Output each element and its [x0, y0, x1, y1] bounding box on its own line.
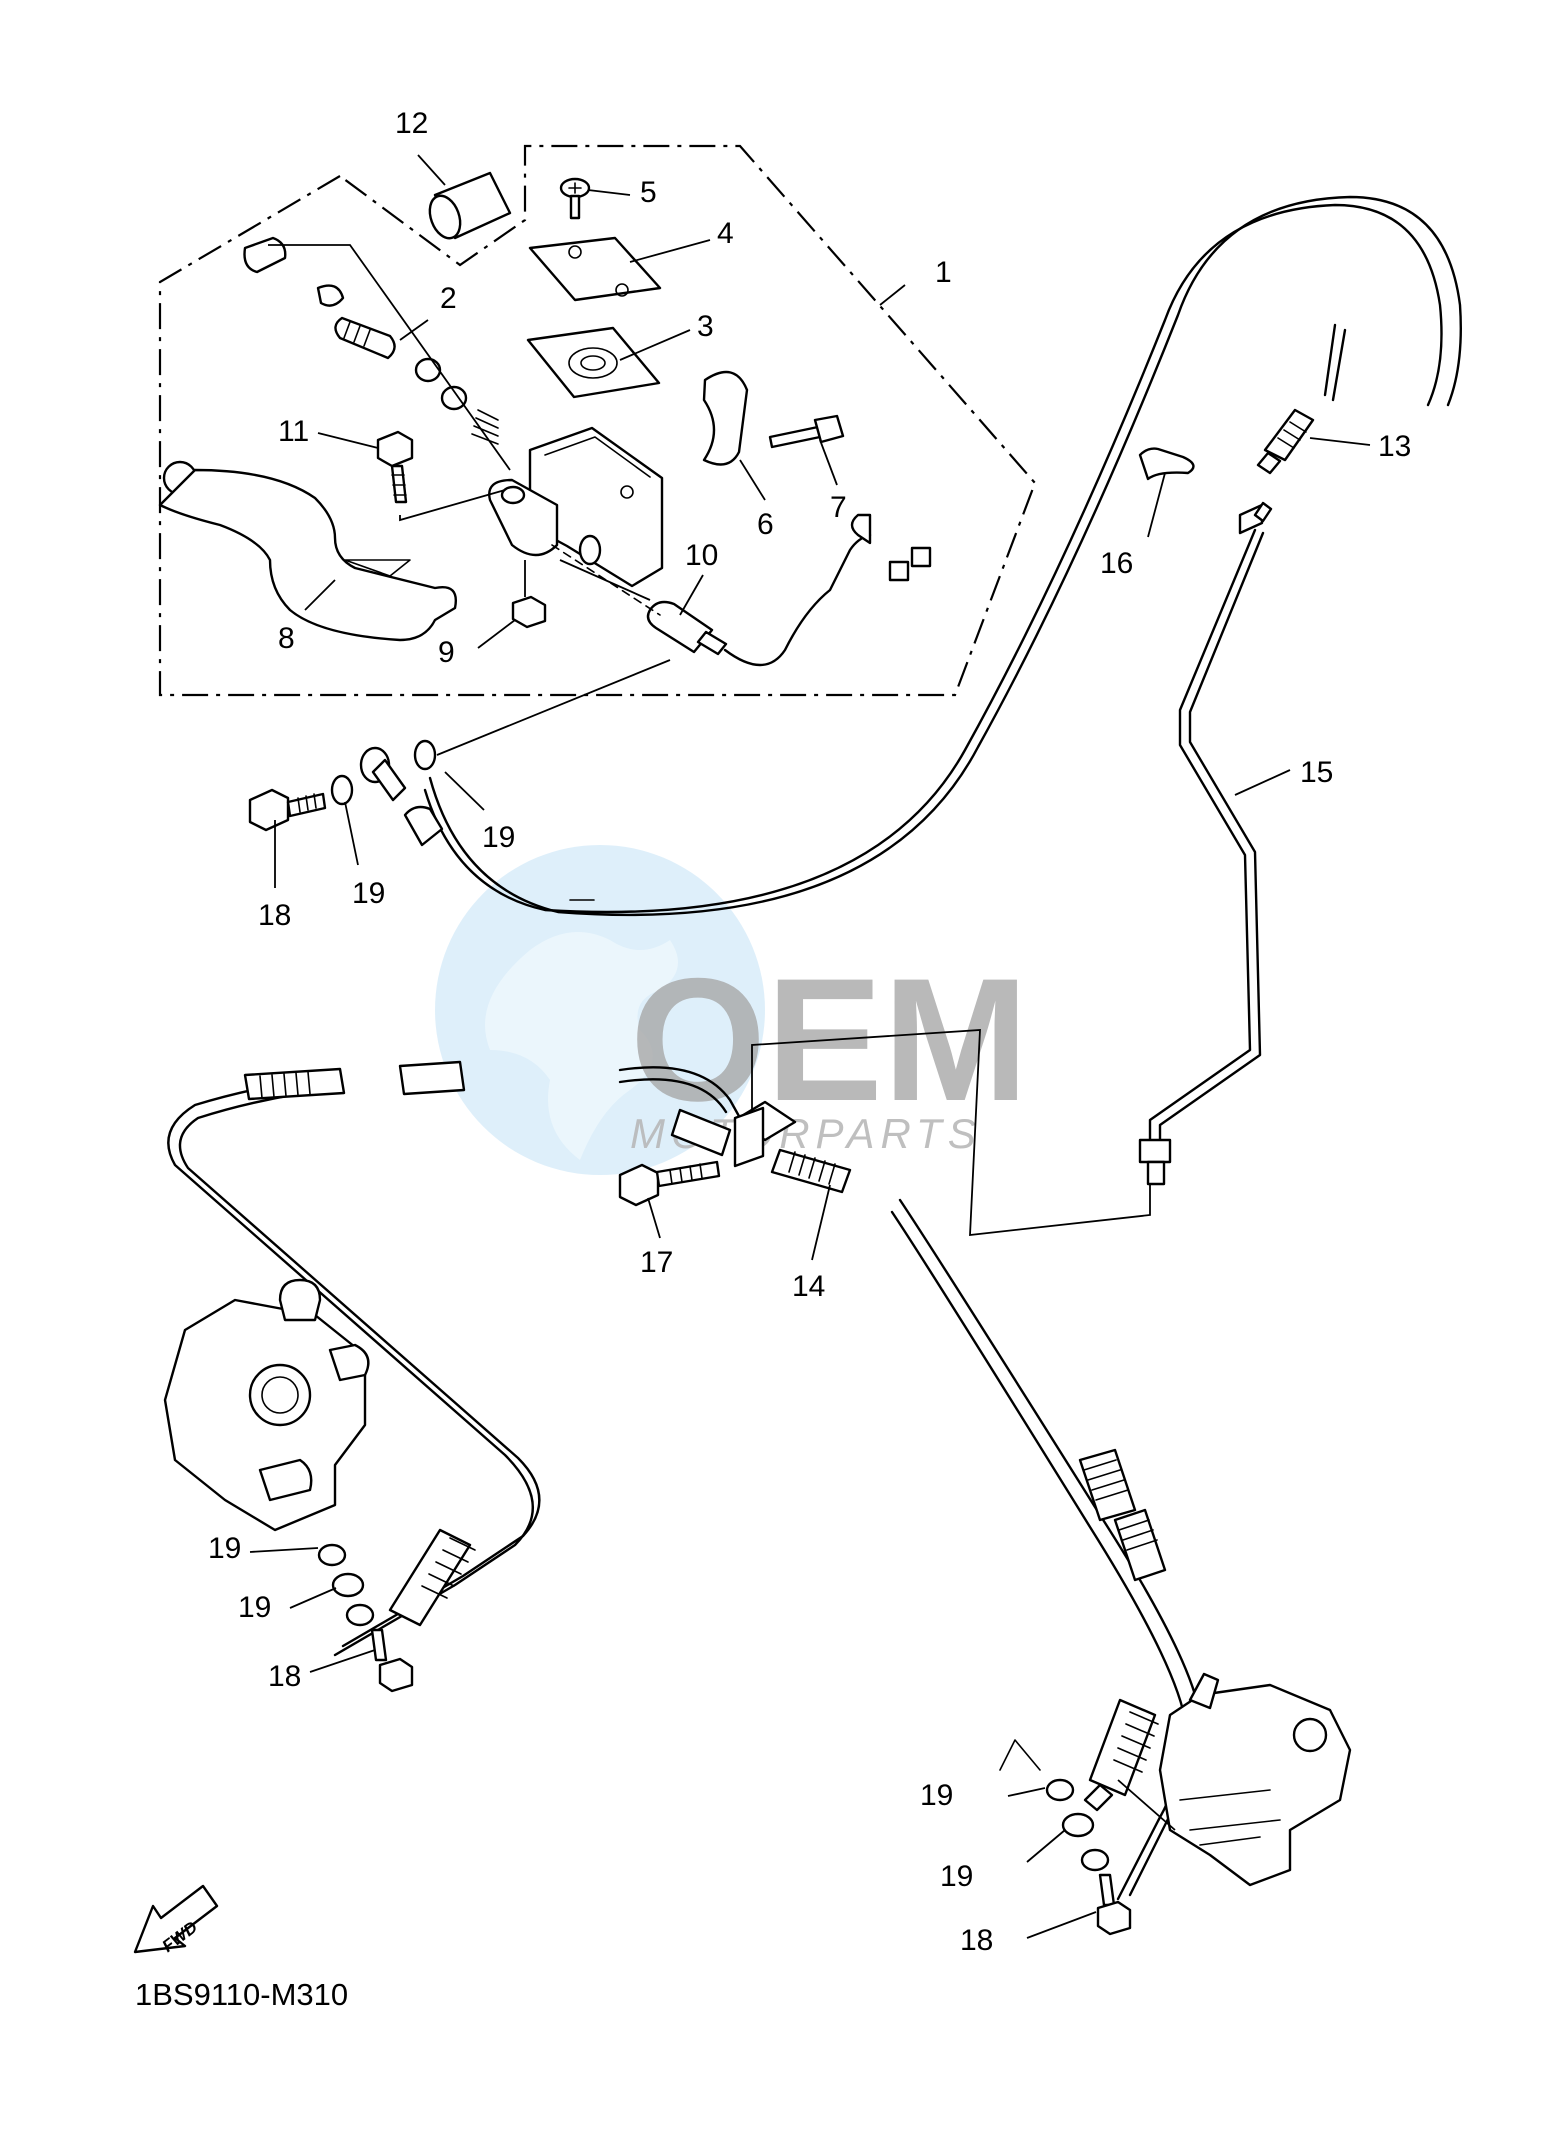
callout-15: 15 [1300, 756, 1333, 789]
assembly-boundary [158, 144, 1037, 697]
callout-19-upper-left: 19 [352, 877, 385, 910]
callout-8: 8 [278, 622, 295, 655]
master-cylinder-body[interactable] [488, 426, 664, 588]
callout-18-left: 18 [268, 1660, 301, 1693]
hose-clip-part[interactable] [1138, 447, 1195, 481]
pipe-connector-line [751, 1029, 1151, 1237]
callout-7: 7 [830, 491, 847, 524]
callout-9: 9 [438, 636, 455, 669]
piston-kit-part[interactable] [243, 236, 511, 471]
fwd-arrow-icon: FWD [133, 1884, 219, 1956]
holder-clamp-part[interactable] [702, 370, 749, 466]
callout-11: 11 [278, 415, 309, 448]
callout-18-right: 18 [960, 1924, 993, 1957]
callout-19-left-2: 19 [238, 1591, 271, 1624]
brake-lever-part[interactable] [158, 460, 457, 642]
callout-1: 1 [935, 256, 952, 289]
callout-16: 16 [1100, 547, 1133, 580]
callout-3: 3 [697, 310, 714, 343]
left-caliper-part[interactable] [163, 1278, 370, 1532]
callout-10: 10 [685, 539, 718, 572]
callout-6: 6 [757, 508, 774, 541]
brake-switch-part[interactable] [551, 513, 932, 667]
reservoir-cap-part[interactable] [528, 236, 662, 302]
diaphragm-part[interactable] [526, 326, 661, 399]
pivot-nut-part[interactable] [511, 560, 547, 629]
callout-19-upper-right: 19 [482, 821, 515, 854]
pivot-bolt-part[interactable] [376, 430, 506, 522]
upper-banjo-fittings[interactable] [248, 659, 671, 914]
boot-part[interactable] [424, 171, 512, 242]
callout-18-upper: 18 [258, 899, 291, 932]
hose-bracket-bolt-part[interactable] [618, 1106, 765, 1207]
watermark-continents [485, 932, 678, 1160]
hose-joint-part[interactable] [1256, 408, 1315, 475]
callouts: 1 2 3 4 5 6 7 8 9 10 11 12 13 14 15 16 1… [208, 107, 1411, 1957]
watermark: OEM MOTORPARTS [435, 845, 1029, 1175]
right-banjo-fittings[interactable] [999, 1739, 1132, 1936]
callout-17: 17 [640, 1246, 673, 1279]
callout-5: 5 [640, 176, 657, 209]
callout-2: 2 [440, 282, 457, 315]
callout-13: 13 [1378, 430, 1411, 463]
brake-pipe-part[interactable] [1138, 501, 1273, 1186]
clamp-bolt-part[interactable] [768, 414, 845, 449]
callout-19-left-1: 19 [208, 1532, 241, 1565]
right-caliper-part[interactable] [1117, 1672, 1352, 1887]
callout-14: 14 [792, 1270, 825, 1303]
callout-leaders [249, 154, 1371, 1939]
callout-4: 4 [717, 217, 734, 250]
callout-12: 12 [395, 107, 428, 140]
screw-part[interactable] [559, 177, 591, 220]
left-banjo-fittings[interactable] [317, 1543, 414, 1693]
lower-brake-hose-part[interactable] [167, 1060, 1202, 1901]
callout-19-right-2: 19 [940, 1860, 973, 1893]
diagram-code: 1BS9110-M310 [135, 1977, 348, 2012]
callout-19-right-1: 19 [920, 1779, 953, 1812]
